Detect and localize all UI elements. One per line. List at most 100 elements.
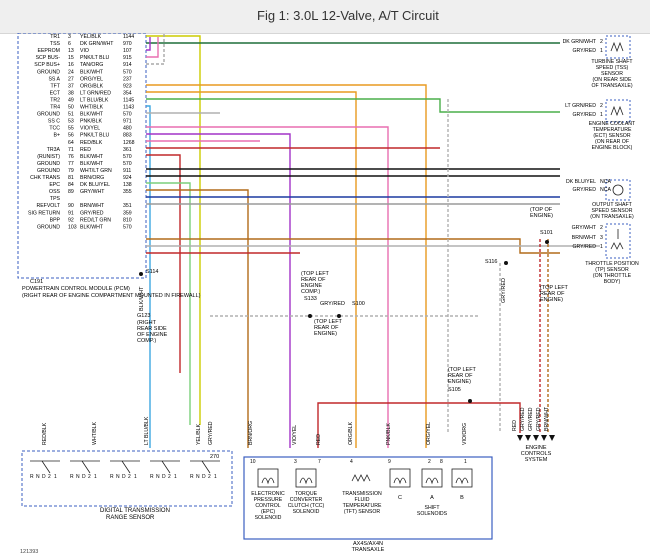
pcm-row-pin: 77 xyxy=(68,161,74,167)
pcm-row-label: TSS xyxy=(50,41,61,47)
oss-wire-pin: NCA xyxy=(600,179,611,185)
splice-s116-note-2: ENGINE) xyxy=(540,297,563,303)
solenoid-icon xyxy=(257,468,279,488)
tp-desc: THROTTLE POSITION xyxy=(585,261,639,267)
oss-desc: (ON TRANSAXLE) xyxy=(590,214,634,220)
splice-g123-note-1: REAR SIDE xyxy=(137,326,167,332)
tp-sensor-icon xyxy=(610,229,624,250)
pcm-row-pin: 55 xyxy=(68,126,74,132)
pcm-row-wire: BLK/WHT xyxy=(80,161,104,167)
dtrs-switch-letter: 2 xyxy=(48,474,51,480)
ect-desc: (ON REAR OF xyxy=(595,139,629,145)
pcm-row-label: (RUNIST) xyxy=(37,154,60,160)
transaxle-epc-label: ELECTRONIC xyxy=(251,491,285,497)
pcm-row-label: TR1 xyxy=(50,34,60,40)
pcm-row-circuit: 923 xyxy=(123,83,132,89)
splice-s133-label: S133 xyxy=(304,296,317,302)
pcm-row-circuit: 924 xyxy=(123,175,132,181)
dtrs-switch-letter: 1 xyxy=(54,474,57,480)
dtrs-switch-letter: D xyxy=(202,474,206,480)
pcm-row-circuit: 354 xyxy=(123,90,132,96)
pcm-row-circuit: 361 xyxy=(123,147,132,153)
ecs-wire-label: BRN/WHT xyxy=(544,406,550,431)
shift-solenoid-letter: C xyxy=(398,495,402,501)
page-title: Fig 1: 3.0L 12-Valve, A/T Circuit xyxy=(257,8,439,23)
tss-desc: SPEED (TSS) xyxy=(596,65,629,71)
pcm-row-wire: LT GRN/RED xyxy=(80,90,111,96)
pcm-row-wire: TAN/ORG xyxy=(80,62,103,68)
oss-wire-label: DK BLU/YEL xyxy=(566,179,596,185)
dtrs-switch-letter: N xyxy=(36,474,40,480)
pcm-row-circuit: 570 xyxy=(123,154,132,160)
dtrs-box xyxy=(21,450,233,507)
ecs-arrows xyxy=(517,435,555,441)
tss-wire-pin: 2 xyxy=(600,39,603,45)
trans-wire-label: VIO/ORG xyxy=(462,423,468,445)
tp-wire-label: BRN/WHT xyxy=(572,235,597,241)
trans-wire-label: VIO/YEL xyxy=(292,425,298,445)
tss-wire-label: DK GRN/WHT xyxy=(563,39,597,45)
transaxle-tft-label: FLUID xyxy=(355,497,370,503)
pcm-row-wire: RED/BLK xyxy=(80,140,103,146)
tp-wire-label: GRY/RED xyxy=(572,244,596,250)
oss-wire-pin: NCA xyxy=(600,187,611,193)
pcm-row-pin: 37 xyxy=(68,83,74,89)
splice-s133-note-1: REAR OF xyxy=(301,277,326,283)
splice-s133-note-2: ENGINE xyxy=(301,283,322,289)
pcm-row-label: SS C xyxy=(48,119,60,125)
pcm-row-circuit: 1145 xyxy=(123,97,134,103)
dtrs-switch-letter: D xyxy=(162,474,166,480)
pcm-row-wire: ORG/BLK xyxy=(80,83,104,89)
pcm-row-pin: 6 xyxy=(68,41,71,47)
pcm-row-circuit: 480 xyxy=(123,126,132,132)
pcm-row-pin: 56 xyxy=(68,133,74,139)
shift-solenoid-letter: A xyxy=(430,495,434,501)
solenoid-coil-icon xyxy=(393,477,407,485)
pcm-row-label: SCP BUS+ xyxy=(34,62,60,68)
splice-s100-note-0: (TOP LEFT xyxy=(314,319,343,325)
splice-s133-note-3: COMP.) xyxy=(301,289,320,295)
ect-wire-pin: 1 xyxy=(600,112,603,118)
wire-traces xyxy=(146,33,600,448)
pcm-row-wire: PNK/LT BLU xyxy=(80,133,109,139)
dtrs-switch-letter: R xyxy=(150,474,154,480)
pcm-row-pin: 3 xyxy=(68,34,71,40)
solenoid-coil-icon xyxy=(455,477,469,485)
oss-desc: OUTPUT SHAFT xyxy=(592,202,633,208)
pcm-row-wire: YEL/BLK xyxy=(80,34,102,40)
dtrs-switch-letter: D xyxy=(122,474,126,480)
transaxle-name: AX4S/AX4N xyxy=(353,541,383,547)
pcm-row-wire: BLK/WHT xyxy=(80,154,104,160)
tp-wire-pin: 1 xyxy=(600,244,603,250)
splice-g123-note-3: COMP.) xyxy=(137,338,156,344)
pcm-row-label: SCP BUS- xyxy=(36,55,61,61)
pcm-row-label: EPC xyxy=(49,182,60,188)
trans-wire-label: ORG/YEL xyxy=(426,422,432,445)
pcm-row-circuit: 570 xyxy=(123,69,132,75)
pcm-row-pin: 27 xyxy=(68,76,74,82)
footer-code: 121393 xyxy=(20,549,38,555)
splice-g123-label: G123 xyxy=(137,313,150,319)
dtrs-switch-letter: 2 xyxy=(128,474,131,480)
dtrs-wire-label: GRY/RED xyxy=(208,421,214,445)
solenoid-icon xyxy=(451,468,473,488)
pcm-row-pin: 90 xyxy=(68,203,74,209)
ecs-wire-label: GRY/RED xyxy=(536,407,542,431)
transaxle-epc-label: PRESSURE xyxy=(254,497,283,503)
ect-sensor-box xyxy=(605,99,631,123)
solenoid-icon xyxy=(421,468,443,488)
pcm-row-circuit: 914 xyxy=(123,62,132,68)
pcm-row-pin: 64 xyxy=(68,140,74,146)
splice-s100-note-2: ENGINE) xyxy=(314,331,337,337)
splice-s105-note-0: (TOP LEFT xyxy=(448,367,477,373)
ecs-wire-label: GRY/RED xyxy=(520,407,526,431)
dtrs-switch-letter: R xyxy=(30,474,34,480)
splice-s116-label: S116 xyxy=(485,259,497,265)
pcm-row-pin: 91 xyxy=(68,210,74,216)
splice-s116-gry-label: GRY/RED xyxy=(501,278,507,303)
tss-desc: SENSOR xyxy=(601,71,623,77)
ecs-wire-label: RED xyxy=(512,420,518,431)
pcm-row-wire: DK GRN/WHT xyxy=(80,41,114,47)
